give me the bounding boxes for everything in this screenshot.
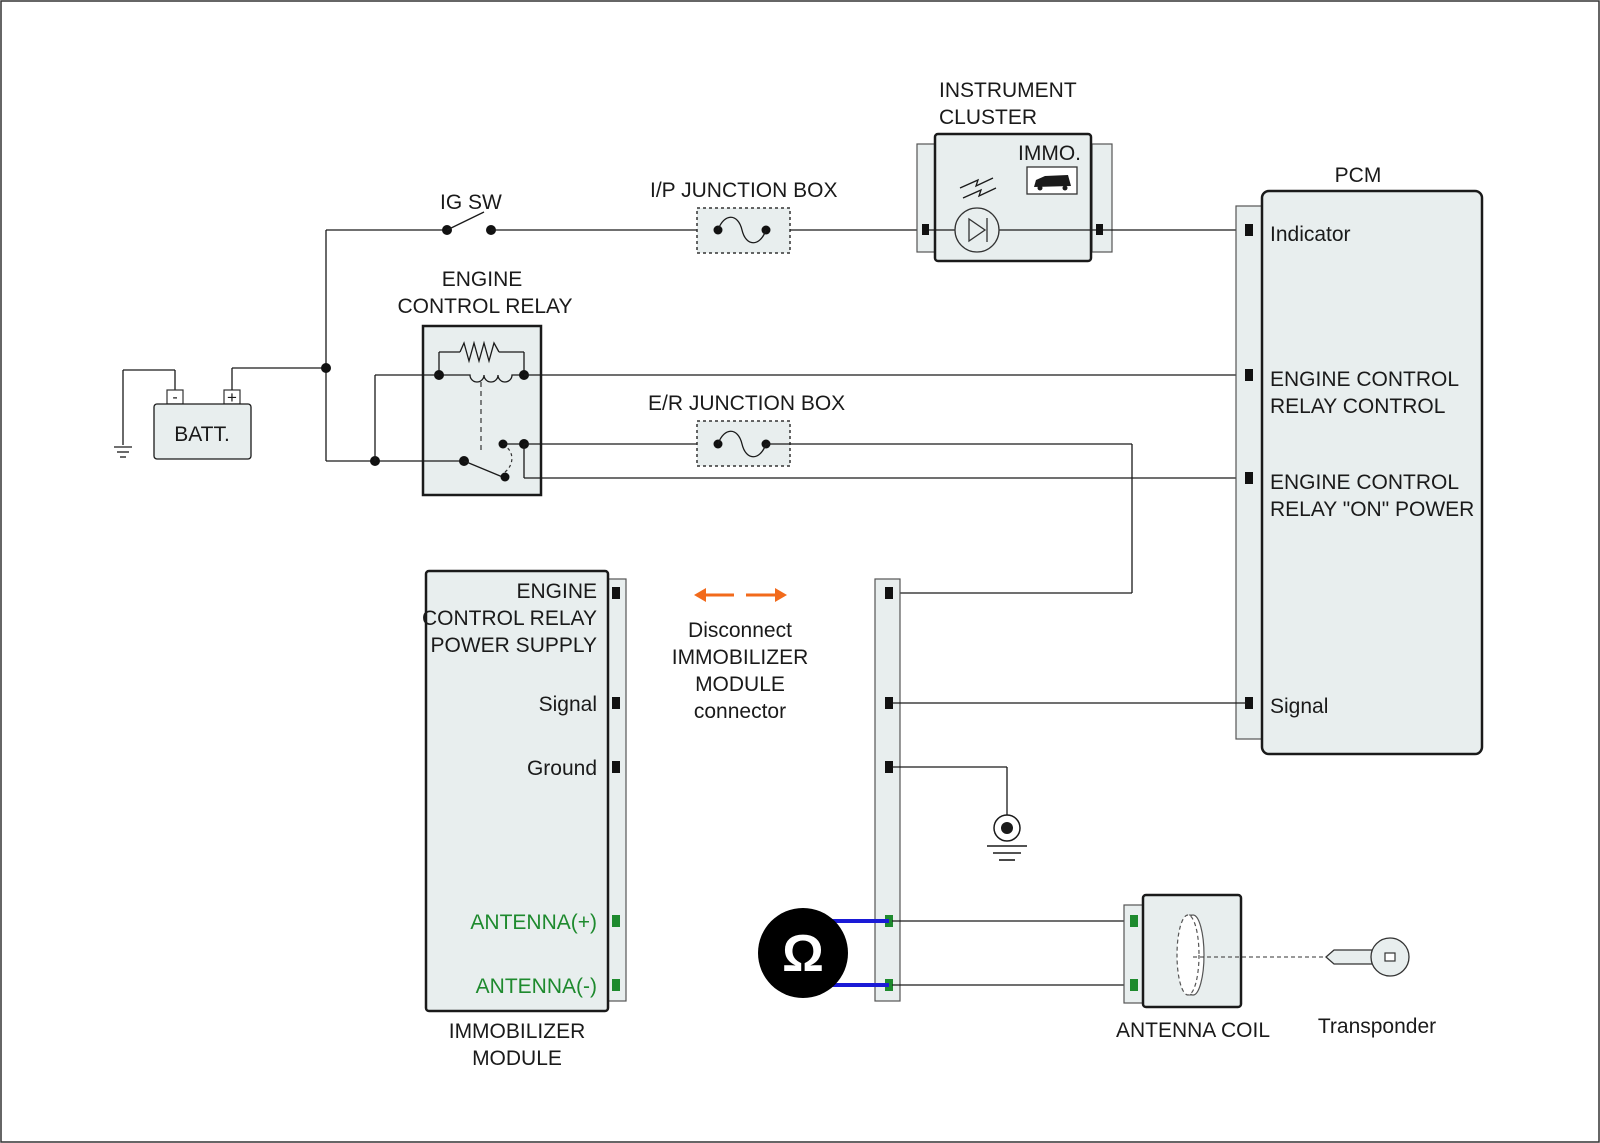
chassis-ground-icon [987,814,1027,861]
instruction-line3: MODULE [695,673,785,696]
battery-negative-sign: - [172,389,177,406]
harness-connector [874,578,901,1002]
relay-switch-blade [463,460,506,479]
battery-body [153,403,252,460]
instruction-line2: IMMOBILIZER [672,646,809,669]
ig-switch-blade [446,211,485,231]
ip-junction-box-outline [696,207,791,254]
relay-resistor-icon [459,340,500,364]
pcm-pin-signal: Signal [1270,695,1328,718]
ohm-symbol: Ω [782,925,824,983]
fuse-icon [717,430,767,458]
er-junction-box: E/R JUNCTION BOX [648,392,845,467]
immobilizer-pin-signal: Signal [539,693,597,716]
harness-connector-body [874,578,901,1002]
pcm-label: PCM [1335,164,1382,187]
pcm-pin-indicator: Indicator [1270,223,1351,246]
battery-positive-sign: + [227,388,237,407]
instrument-cluster-label-line1: INSTRUMENT [939,79,1077,102]
cluster-pin [1096,224,1103,235]
fuse-icon [717,216,767,244]
engine-control-relay-label-line2: CONTROL RELAY [397,295,572,318]
led-indicator-icon [954,177,1000,253]
pcm-body [1260,189,1484,756]
immobilizer-pin-power-line2: CONTROL RELAY [422,607,597,630]
pcm-pin-relay-on-power-line1: ENGINE CONTROL [1270,471,1459,494]
battery: - + BATT. [114,367,326,460]
pcm-pin-relay-on-power-line2: RELAY "ON" POWER [1270,498,1474,521]
antenna-coil-label: ANTENNA COIL [1116,1019,1270,1042]
immobilizer-pin-antenna-plus: ANTENNA(+) [470,911,597,934]
immobilizer-module-label-line2: MODULE [472,1047,562,1070]
relay-body [421,324,543,497]
battery-ground-symbol [114,446,132,458]
ig-switch-label: IG SW [440,191,502,214]
er-junction-box-label: E/R JUNCTION BOX [648,392,845,415]
pcm: PCM Indicator ENGINE CONTROL RELAY CONTR… [1235,164,1484,756]
pcm-pin-relay-control-line2: RELAY CONTROL [1270,395,1445,418]
immobilizer-car-icon [1026,166,1078,195]
battery-label: BATT. [174,423,230,446]
immobilizer-module: ENGINE CONTROL RELAY POWER SUPPLY Signal… [422,569,627,1070]
immobilizer-pin-ground: Ground [527,757,597,780]
immobilizer-pin-power-line3: POWER SUPPLY [431,634,597,657]
ip-junction-box: I/P JUNCTION BOX [650,179,837,254]
coil-icon [1176,914,1205,996]
immobilizer-pin-antenna-minus: ANTENNA(-) [476,975,597,998]
ohmmeter-icon [758,908,848,998]
antenna-coil: ANTENNA COIL [1116,893,1270,1042]
instrument-cluster: IMMO. INSTRUMENT CLUSTER [916,79,1113,263]
immobilizer-pin-power-line1: ENGINE [516,580,597,603]
cluster-pin [922,224,929,235]
pcm-pin-relay-control-line1: ENGINE CONTROL [1270,368,1459,391]
instruction-line4: connector [694,700,786,723]
engine-control-relay: ENGINE CONTROL RELAY [375,268,573,497]
relay-coil-icon [439,374,524,383]
instruction-line1: Disconnect [688,619,792,642]
bus-junction-dot [321,363,331,373]
immo-label: IMMO. [1018,142,1081,165]
disconnect-arrows-icon [694,588,787,602]
transponder-label: Transponder [1318,1015,1436,1038]
ig-switch: IG SW [326,191,502,235]
cluster-connector-right [1091,143,1113,253]
ohmmeter: Ω [758,908,889,998]
transponder-key-icon [1325,937,1410,977]
ip-junction-box-label: I/P JUNCTION BOX [650,179,837,202]
immobilizer-module-label-line1: IMMOBILIZER [449,1020,586,1043]
immobilizer-module-body [424,569,610,1013]
instrument-cluster-label-line2: CLUSTER [939,106,1037,129]
engine-control-relay-label-line1: ENGINE [442,268,523,291]
